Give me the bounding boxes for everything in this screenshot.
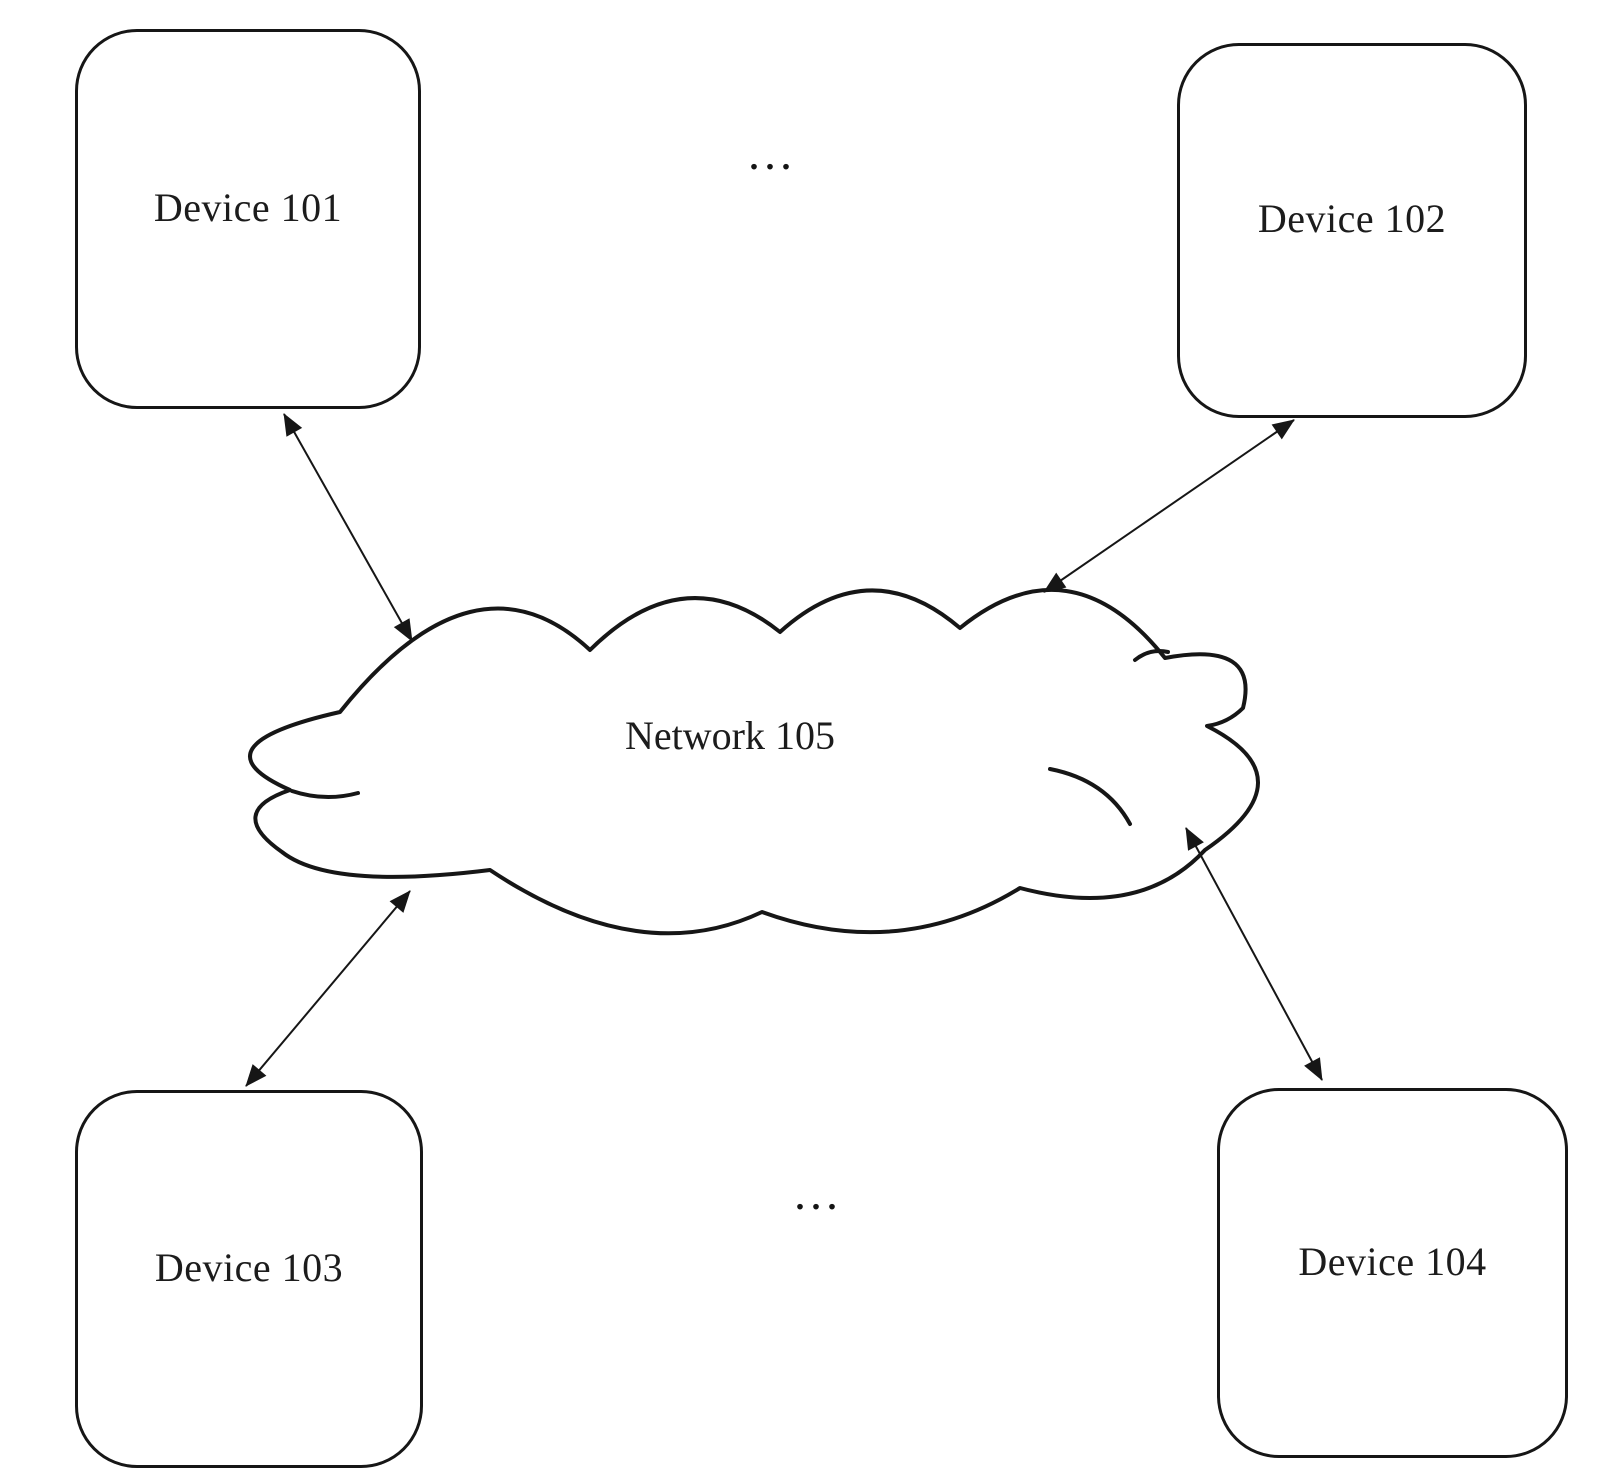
- cloud-curl-left: [290, 789, 360, 800]
- device-103-box: Device 103: [75, 1090, 423, 1468]
- device-103-label: Device 103: [154, 1244, 344, 1290]
- cloud-curl-right: [1048, 767, 1132, 826]
- network-105-label: Network 105: [625, 713, 835, 758]
- ellipsis-bottom: ...: [794, 1167, 842, 1220]
- device-102-box: Device 102: [1177, 43, 1527, 418]
- cloud-curl-top-right: [1133, 649, 1170, 662]
- link-device103-network: [245, 890, 411, 1087]
- ellipsis-top: ...: [748, 127, 796, 180]
- device-104-label: Device 104: [1298, 1238, 1487, 1284]
- link-device101-network: [283, 413, 413, 642]
- device-102-label: Device 102: [1257, 196, 1447, 241]
- device-101-label: Device 101: [153, 184, 343, 230]
- device-101-box: Device 101: [75, 29, 421, 409]
- link-device104-network: [1185, 827, 1323, 1081]
- device-104-box: Device 104: [1217, 1088, 1568, 1458]
- link-device102-network: [1043, 419, 1295, 593]
- network-cloud: [248, 587, 1260, 936]
